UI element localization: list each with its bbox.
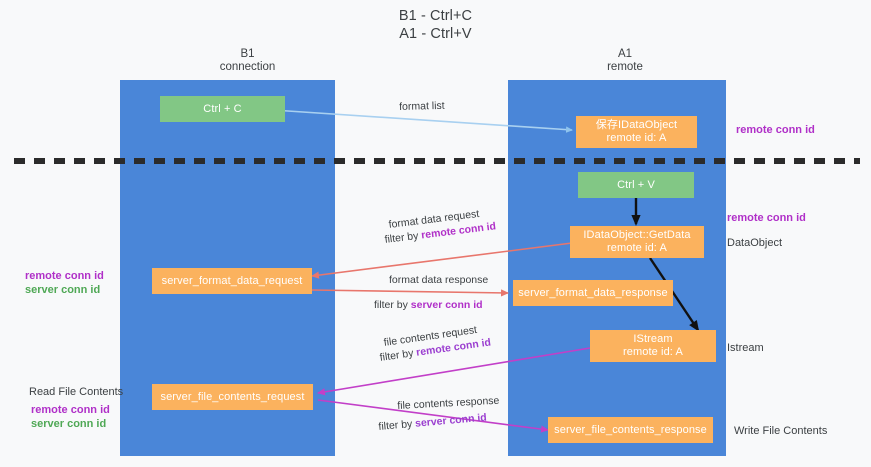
node-server-format-data-response-label: server_format_data_response <box>518 286 668 299</box>
page-title-line-1: B1 - Ctrl+C <box>398 8 473 24</box>
right-label-remote-conn-id-mid: remote conn id <box>727 212 806 224</box>
left-label-read-file-contents: Read File Contents <box>29 386 124 398</box>
node-ctrl-v-label: Ctrl + V <box>617 178 655 191</box>
right-label-remote-conn-id-top: remote conn id <box>736 124 815 136</box>
node-ctrl-c[interactable]: Ctrl + C <box>160 96 285 122</box>
node-server-file-contents-request-label: server_file_contents_request <box>160 390 305 403</box>
node-server-format-data-response[interactable]: server_format_data_response <box>513 280 673 306</box>
node-getdata-line1: IDataObject::GetData <box>583 229 691 241</box>
node-istream-line2: remote id: A <box>623 346 683 358</box>
node-save-idataobject[interactable]: 保存IDataObject remote id: A <box>576 116 697 148</box>
node-save-idataobject-line2: remote id: A <box>606 132 667 144</box>
filter-key-server-conn-id: server conn id <box>410 299 483 311</box>
edge-label-file-contents-response-filter: filter by server conn id <box>378 412 487 433</box>
page-title-line-2: A1 - Ctrl+V <box>399 26 472 42</box>
node-idataobject-getdata[interactable]: IDataObject::GetData remote id: A <box>570 226 704 258</box>
node-server-format-data-request[interactable]: server_format_data_request <box>152 268 312 294</box>
node-server-file-contents-response[interactable]: server_file_contents_response <box>548 417 713 443</box>
node-save-idataobject-line1: 保存IDataObject <box>595 119 678 131</box>
node-server-format-data-request-label: server_format_data_request <box>161 274 303 287</box>
edge-label-format-data-response: format data response <box>389 274 489 286</box>
edge-format-data-response <box>311 289 509 297</box>
column-header-a1-name: A1 <box>617 48 633 60</box>
column-header-b1: B1 connection <box>160 48 335 74</box>
filter-prefix: filter by <box>374 299 411 311</box>
node-server-file-contents-request[interactable]: server_file_contents_request <box>152 384 313 410</box>
filter-prefix: filter by <box>384 229 422 246</box>
left-label-server-conn-id-mid: server conn id <box>25 284 101 296</box>
node-ctrl-v[interactable]: Ctrl + V <box>578 172 694 198</box>
node-istream-line1: IStream <box>633 333 673 345</box>
column-header-b1-sub: connection <box>219 61 276 73</box>
right-label-write-file-contents: Write File Contents <box>734 425 828 437</box>
filter-prefix: filter by <box>378 417 416 433</box>
filter-prefix: filter by <box>379 346 418 364</box>
right-label-dataobject: DataObject <box>727 237 783 249</box>
edge-label-file-contents-response: file contents response <box>397 394 500 412</box>
filter-key-server-conn-id: server conn id <box>414 411 488 430</box>
left-label-server-conn-id-bottom: server conn id <box>31 418 107 430</box>
left-label-remote-conn-id-mid: remote conn id <box>25 270 104 282</box>
node-server-file-contents-response-label: server_file_contents_response <box>554 423 707 436</box>
right-label-istream: Istream <box>727 342 764 354</box>
column-header-a1: A1 remote <box>545 48 705 74</box>
node-getdata-line2: remote id: A <box>607 242 667 254</box>
column-header-a1-sub: remote <box>607 61 643 73</box>
node-ctrl-c-label: Ctrl + C <box>203 102 242 115</box>
left-label-remote-conn-id-bottom: remote conn id <box>31 404 110 416</box>
column-header-b1-name: B1 <box>240 48 255 60</box>
edge-label-format-list: format list <box>399 99 445 113</box>
node-istream[interactable]: IStream remote id: A <box>590 330 716 362</box>
edge-label-format-data-response-filter: filter by server conn id <box>374 299 483 311</box>
